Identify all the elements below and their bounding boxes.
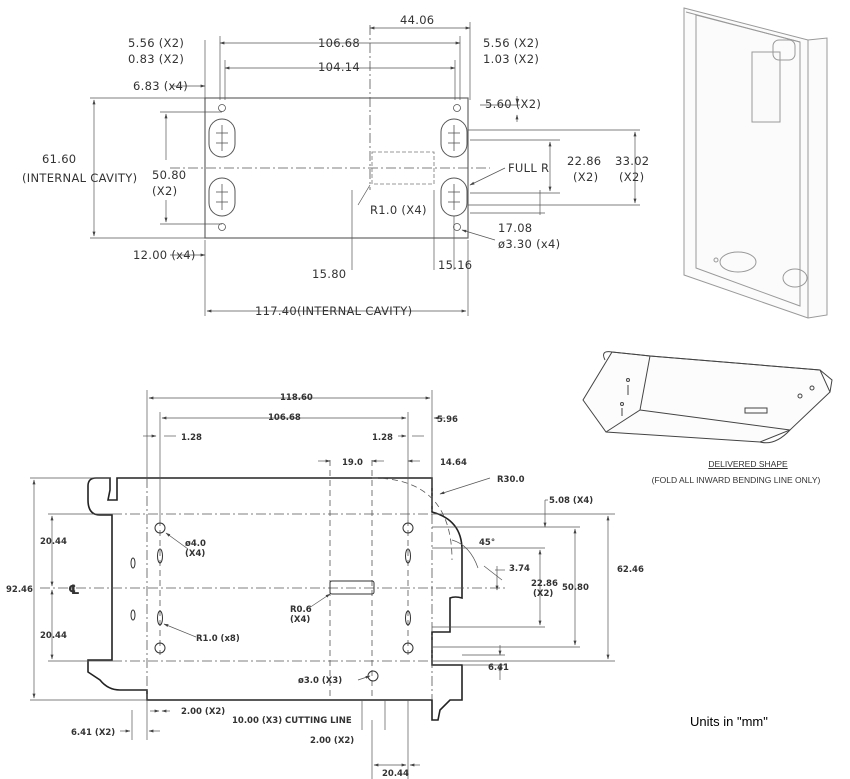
- dim-6-41-right: 6.41: [488, 663, 509, 673]
- dim-x2-c: (X2): [619, 170, 644, 184]
- dim-106-68-bottom: 106.68: [268, 413, 301, 423]
- dim-2-00-a: 2.00 (X2): [181, 707, 225, 717]
- dim-dia-4-0: ø4.0: [185, 539, 206, 549]
- dim-118-60: 118.60: [280, 393, 313, 403]
- dim-5-96: 5.96: [437, 415, 458, 425]
- dim-x4-a: (X4): [185, 549, 205, 559]
- dim-r30-0: R30.0: [497, 475, 525, 485]
- dim-45-deg: 45°: [479, 538, 495, 548]
- dim-20-44-mid: 20.44: [40, 631, 67, 641]
- dim-5-08: 5.08 (X4): [549, 496, 593, 506]
- dim-6-83: 6.83 (x4): [133, 79, 188, 93]
- flat-pattern-outline: [87, 477, 463, 721]
- dim-15-80: 15.80: [312, 267, 346, 281]
- box-isometric-view: [683, 7, 828, 319]
- dim-104-14: 104.14: [318, 60, 360, 74]
- dim-22-86-bottom: 22.86: [531, 579, 558, 589]
- centerline-symbol: ℄: [68, 583, 80, 598]
- delivered-shape-note: (FOLD ALL INWARD BENDING LINE ONLY): [651, 475, 821, 485]
- dim-internal-cavity-v: (INTERNAL CAVITY): [22, 171, 137, 185]
- dim-33-02: 33.02: [615, 154, 649, 168]
- dim-62-46: 62.46: [617, 565, 644, 575]
- dim-6-41-left: 6.41 (X2): [71, 728, 115, 738]
- dim-44-06: 44.06: [400, 13, 434, 27]
- bottom-view: 118.60 106.68 5.96 1.28 1.28 19.0 14.64 …: [6, 390, 644, 779]
- top-slot-left-upper: [208, 118, 236, 158]
- bottom-center-slot: [329, 580, 375, 595]
- dim-5-56-right: 5.56 (X2): [483, 36, 539, 50]
- top-center-slot: [371, 151, 435, 185]
- dim-x4-b: (X4): [290, 615, 310, 625]
- dim-x2-bottom: (X2): [533, 589, 553, 599]
- dim-50-80-top: 50.80: [152, 168, 186, 182]
- delivered-shape-view: [582, 351, 833, 444]
- dim-dia-3-30: ø3.30 (x4): [498, 237, 560, 251]
- delivered-shape-title: DELIVERED SHAPE: [708, 459, 788, 469]
- dim-61-60: 61.60: [42, 152, 76, 166]
- dim-15-16: 15.16: [438, 258, 472, 272]
- dim-12-00: 12.00 (x4): [133, 248, 196, 262]
- dim-10-00-cutting: 10.00 (X3) CUTTING LINE: [232, 716, 352, 726]
- dim-r0-6: R0.6: [290, 605, 312, 615]
- dim-full-r: FULL R: [508, 161, 549, 175]
- dim-5-56-left: 5.56 (X2): [128, 36, 184, 50]
- dim-20-44-top: 20.44: [40, 537, 67, 547]
- units-note: Units in "mm": [690, 714, 768, 729]
- dim-106-68-top: 106.68: [318, 36, 360, 50]
- dim-14-64: 14.64: [440, 458, 467, 468]
- dim-r1-0-bottom: R1.0 (x8): [196, 634, 240, 644]
- dim-92-46: 92.46: [6, 585, 33, 595]
- top-view: 44.06 5.56 (X2) 106.68 5.56 (X2) 0.83 (X…: [22, 13, 649, 318]
- top-slot-left-lower: [208, 177, 236, 217]
- dim-x2-a: (X2): [152, 184, 177, 198]
- dim-0-83: 0.83 (X2): [128, 52, 184, 66]
- dim-2-00-b: 2.00 (X2): [310, 736, 354, 746]
- dim-x2-b: (X2): [573, 170, 598, 184]
- dim-20-44-bottom: 20.44: [382, 769, 409, 779]
- dim-117-40: 117.40(INTERNAL CAVITY): [255, 304, 412, 318]
- dim-19-0: 19.0: [342, 458, 363, 468]
- dim-22-86-top: 22.86: [567, 154, 601, 168]
- dim-r1-0-top: R1.0 (X4): [370, 203, 427, 217]
- dim-dia-3-0: ø3.0 (X3): [298, 676, 342, 686]
- top-slot-right-upper: [440, 118, 468, 158]
- dim-50-80-bottom: 50.80: [562, 583, 589, 593]
- dim-1-28-right: 1.28: [372, 433, 393, 443]
- dim-1-28-left: 1.28: [181, 433, 202, 443]
- dim-1-03: 1.03 (X2): [483, 52, 539, 66]
- dim-5-60: 5.60 (X2): [485, 97, 541, 111]
- dim-17-08: 17.08: [498, 221, 532, 235]
- dim-3-74: 3.74: [509, 564, 530, 574]
